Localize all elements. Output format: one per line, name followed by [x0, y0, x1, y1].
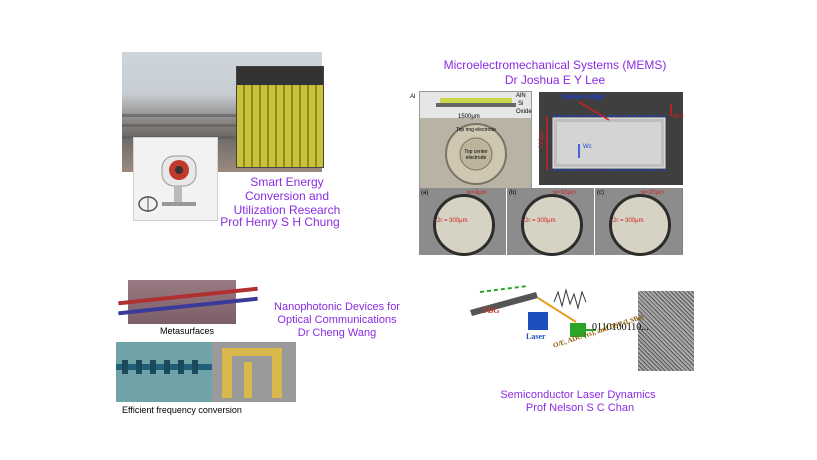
- ring-panel-a: (a) w=3μm 2r = 300μm: [419, 188, 507, 256]
- ring-gap-c: w=20μm: [641, 190, 664, 196]
- ring-tag-b: (b): [509, 190, 517, 196]
- nanophotonic-title-line-2: Optical Communications: [277, 313, 397, 326]
- ring-tag-c: (c): [597, 190, 604, 196]
- mems-beam-image: Convex edge 210μm W/2 Wc: [539, 92, 684, 185]
- laser-professor: Prof Nelson S C Chan: [525, 402, 635, 414]
- label-si: Si: [518, 101, 524, 107]
- mems-title: Microelectromechanical Systems (MEMS): [443, 58, 667, 72]
- label-convex-edge: Convex edge: [561, 94, 605, 101]
- label-width: 210μm: [539, 129, 546, 149]
- label-half-w: W/2: [673, 114, 684, 120]
- metasurfaces-caption: Metasurfaces: [160, 326, 215, 336]
- smart-energy-title-line-3: Utilization Research: [233, 202, 341, 217]
- ring-radius-b: 2r = 300μm: [525, 218, 556, 224]
- ring-gap-b: w=10μm: [553, 190, 576, 196]
- mems-resonator-image: Al AlN Si Oxide 1500μm Top ring electrod…: [410, 91, 532, 189]
- noise-pattern-image: [638, 291, 694, 371]
- ring-gap-a: w=3μm: [467, 190, 487, 196]
- label-top-center: Top center electrode: [464, 149, 488, 161]
- label-fbg: FBG: [483, 306, 500, 315]
- laser-block-icon: [528, 312, 548, 330]
- label-laser: Laser: [526, 332, 546, 341]
- photodetector-block-icon: [570, 323, 586, 337]
- nanophotonic-title: Nanophotonic Devices for Optical Communi…: [262, 301, 412, 326]
- ring-tag-a: (a): [421, 190, 429, 196]
- frequency-conversion-image: [116, 342, 296, 402]
- label-oxide: Oxide: [516, 109, 532, 115]
- mems-ring-comparison: (a) w=3μm 2r = 300μm (b) w=10μm 2r = 300…: [419, 188, 683, 256]
- label-bits: 0110100110...: [592, 322, 649, 333]
- mems-professor: Dr Joshua E Y Lee: [504, 73, 606, 87]
- label-wc: Wc: [583, 144, 592, 150]
- ring-radius-c: 2r = 300μm: [613, 218, 644, 224]
- ring-radius-a: 2r = 300μm: [437, 218, 468, 224]
- nanophotonic-professor: Dr Cheng Wang: [297, 327, 377, 339]
- label-dimension: 1500μm: [458, 114, 480, 120]
- smart-energy-title: Smart Energy Conversion and Utilization …: [232, 175, 342, 217]
- label-top-ring: Top ring electrode: [456, 127, 496, 133]
- frequency-conversion-caption: Efficient frequency conversion: [122, 405, 242, 415]
- label-al: Al: [410, 94, 416, 100]
- motor-device-photo: [133, 137, 218, 221]
- ring-panel-c: (c) w=20μm 2r = 300μm: [595, 188, 682, 256]
- battery-pack-photo: [236, 66, 324, 168]
- nanophotonic-title-line-1: Nanophotonic Devices for: [274, 301, 400, 313]
- smart-energy-professor: Prof Henry S H Chung: [220, 215, 340, 229]
- laser-title: Semiconductor Laser Dynamics: [500, 389, 656, 401]
- motor-drawing-icon: [138, 155, 197, 212]
- laser-system-diagram: [466, 282, 636, 392]
- ring-panel-b: (b) w=10μm 2r = 300μm: [507, 188, 595, 256]
- metasurface-image: [118, 280, 258, 324]
- smart-energy-title-line-2: Conversion and: [244, 188, 330, 203]
- smart-energy-title-line-1: Smart Energy: [250, 175, 324, 189]
- label-aln: AlN: [516, 93, 526, 99]
